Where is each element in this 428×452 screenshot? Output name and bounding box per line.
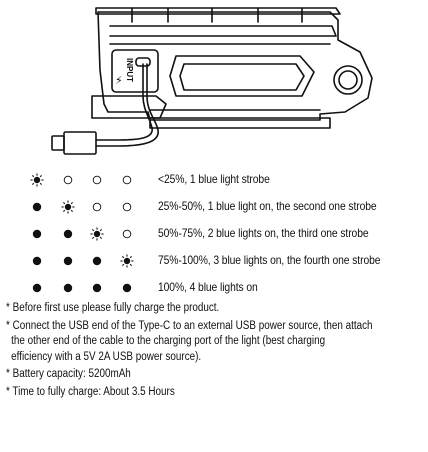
battery-level-table: <25%, 1 blue light strobe 25%-50%, 1 blue… — [0, 170, 428, 305]
battery-level-row: 25%-50%, 1 blue light on, the second one… — [0, 197, 428, 224]
indicator-off-icon — [120, 227, 134, 241]
indicator-on-icon — [120, 281, 134, 295]
indicator-off-icon — [90, 173, 104, 187]
battery-level-label: 100%, 4 blue lights on — [158, 280, 258, 294]
battery-level-label: <25%, 1 blue light strobe — [158, 172, 270, 186]
indicator-on-icon — [90, 254, 104, 268]
battery-level-row: <25%, 1 blue light strobe — [0, 170, 428, 197]
indicator-strobe-icon — [90, 227, 104, 241]
battery-level-row: 100%, 4 blue lights on — [0, 278, 428, 305]
indicator-on-icon — [30, 227, 44, 241]
indicator-on-icon — [30, 254, 44, 268]
indicator-off-icon — [61, 173, 75, 187]
note-line: * Battery capacity: 5200mAh — [6, 368, 131, 380]
note-line: * Connect the USB end of the Type-C to a… — [6, 319, 373, 332]
indicator-off-icon — [90, 200, 104, 214]
battery-level-label: 25%-50%, 1 blue light on, the second one… — [158, 199, 377, 213]
indicator-strobe-icon — [30, 173, 44, 187]
battery-level-row: 75%-100%, 3 blue lights on, the fourth o… — [0, 251, 428, 278]
indicator-off-icon — [120, 173, 134, 187]
indicator-on-icon — [30, 200, 44, 214]
indicator-strobe-icon — [61, 200, 75, 214]
indicator-strobe-icon — [120, 254, 134, 268]
indicator-on-icon — [90, 281, 104, 295]
battery-level-label: 50%-75%, 2 blue lights on, the third one… — [158, 226, 369, 240]
light-charging-illustration: INPUT ⚡ — [51, 7, 373, 155]
battery-level-label: 75%-100%, 3 blue lights on, the fourth o… — [158, 253, 381, 267]
indicator-on-icon — [61, 281, 75, 295]
indicator-on-icon — [61, 254, 75, 268]
port-label: INPUT — [125, 58, 134, 82]
indicator-off-icon — [120, 200, 134, 214]
note-item: * Battery capacity: 5200mAh — [6, 367, 427, 383]
note-line: * Before first use please fully charge t… — [6, 302, 220, 314]
usb-icon: ⚡ — [115, 74, 123, 87]
note-line: the other end of the cable to the chargi… — [11, 335, 326, 347]
indicator-on-icon — [61, 227, 75, 241]
note-line: efficiency with a 5V 2A USB power source… — [11, 350, 202, 363]
charging-notes: * Before first use please fully charge t… — [6, 301, 428, 402]
battery-level-row: 50%-75%, 2 blue lights on, the third one… — [0, 224, 428, 251]
note-line: * Time to fully charge: About 3.5 Hours — [6, 385, 175, 398]
note-item: * Time to fully charge: About 3.5 Hours — [6, 385, 427, 401]
indicator-on-icon — [30, 281, 44, 295]
note-item: * Connect the USB end of the Type-C to a… — [6, 319, 427, 366]
note-item: * Before first use please fully charge t… — [6, 301, 427, 317]
